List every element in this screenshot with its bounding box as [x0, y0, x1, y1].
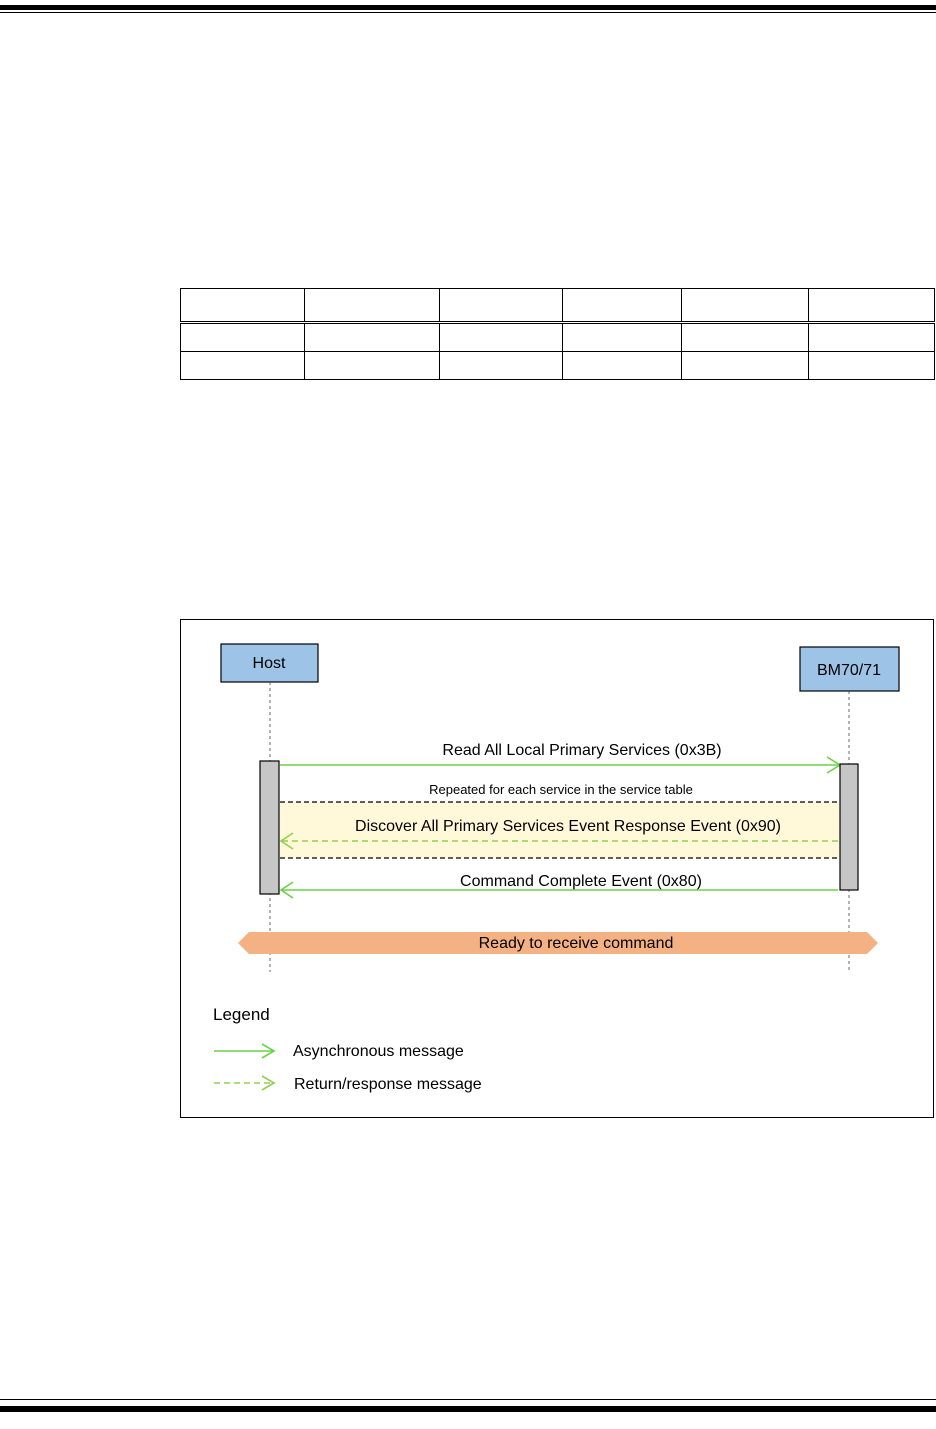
table-header-row	[180, 288, 935, 323]
table-row	[180, 321, 935, 352]
table-cell	[439, 351, 563, 380]
table-cell	[180, 351, 305, 380]
bottom-rule-thick	[0, 1406, 936, 1412]
loop-label: Repeated for each service in the service…	[429, 782, 693, 797]
sequence-diagram: Host BM70/71 Repeated for each service i…	[213, 643, 900, 1093]
register-table	[180, 288, 935, 380]
host-activation-bar	[259, 760, 280, 895]
table-cell	[180, 288, 305, 323]
table-cell	[681, 288, 809, 323]
table-cell	[562, 321, 682, 352]
legend-return-arrowhead	[261, 1075, 276, 1091]
legend-title: Legend	[213, 1005, 270, 1024]
response-arrowhead	[279, 832, 294, 850]
ready-state-banner	[238, 932, 878, 954]
top-rule-thin	[0, 12, 936, 13]
sequence-diagram-figure: Host BM70/71 Repeated for each service i…	[180, 619, 934, 1118]
table-cell	[304, 288, 440, 323]
request-message-label: Read All Local Primary Services (0x3B)	[442, 742, 721, 759]
complete-message-label: Command Complete Event (0x80)	[460, 873, 702, 890]
device-activation-bar	[839, 763, 859, 891]
response-message-label: Discover All Primary Services Event Resp…	[355, 818, 781, 835]
table-cell	[439, 321, 563, 352]
legend-return-label: Return/response message	[294, 1076, 482, 1093]
loop-fragment-fill	[280, 802, 839, 858]
table-cell	[808, 288, 935, 323]
bottom-rule-thin	[0, 1399, 936, 1400]
table-cell	[562, 351, 682, 380]
device-participant-box	[799, 646, 900, 692]
complete-arrowhead	[279, 881, 294, 899]
legend-async-label: Asynchronous message	[293, 1043, 464, 1060]
host-participant-label: Host	[253, 655, 286, 672]
ready-state-label: Ready to receive command	[479, 935, 674, 952]
top-rule-thick	[0, 5, 936, 10]
table-cell	[562, 288, 682, 323]
table-cell	[808, 351, 935, 380]
table-row	[180, 351, 935, 380]
host-participant-box	[220, 643, 319, 683]
table-cell	[808, 321, 935, 352]
table-cell	[180, 321, 305, 352]
table-cell	[439, 288, 563, 323]
table-cell	[681, 321, 809, 352]
table-cell	[681, 351, 809, 380]
table-cell	[304, 351, 440, 380]
device-participant-label: BM70/71	[817, 662, 881, 679]
legend-async-arrowhead	[261, 1043, 276, 1059]
table-cell	[304, 321, 440, 352]
